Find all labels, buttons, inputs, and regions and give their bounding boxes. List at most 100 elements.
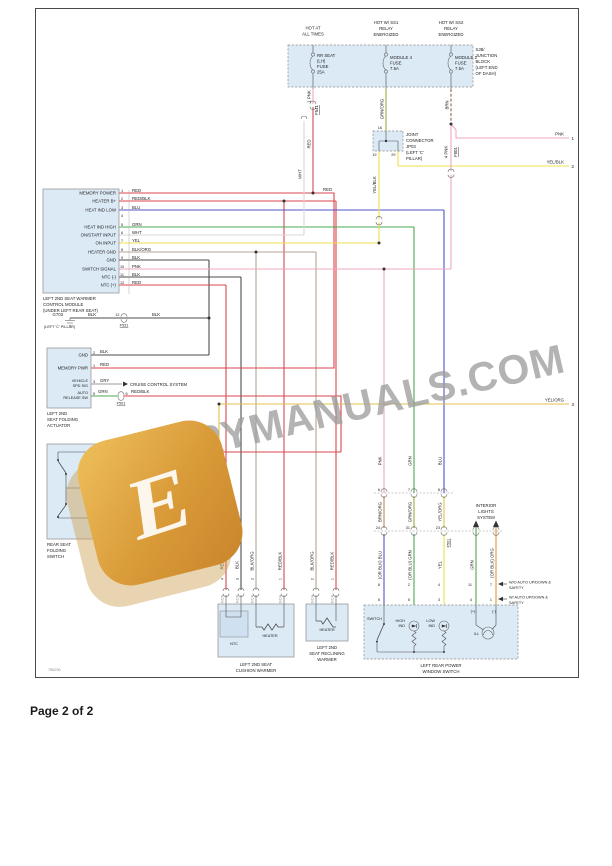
pin-number: 6 xyxy=(378,598,380,602)
wire-label: RED/BLK xyxy=(330,552,335,571)
nca-label: NCA xyxy=(251,595,255,603)
wire-color: BLU xyxy=(132,205,140,210)
actuator-caption: LEFT 2ND xyxy=(47,411,67,416)
module-pin-label: NTC (+) xyxy=(101,283,117,288)
heater-label: HEATER xyxy=(262,634,277,638)
module-pin-label: HEATER GND xyxy=(88,250,116,255)
joint-connector-note: JP03 xyxy=(406,144,416,149)
fuse1-label: 25A xyxy=(317,70,325,75)
warmer-caption: WARMER xyxy=(317,657,336,662)
edge-wire-number: 2 xyxy=(572,164,575,169)
pin-number: 6 xyxy=(378,488,380,492)
wire-color: RED/BLK xyxy=(132,196,151,201)
power-condition: HOT W/ SS1 xyxy=(374,20,399,25)
connectors xyxy=(117,100,502,597)
wire-color: YEL xyxy=(132,238,141,243)
rear-seat-folding-switch: 7 RED/BLK 4 BLK 2 YEL/ORG REAR SEAT FOLD… xyxy=(46,443,129,559)
joint-connector-note: (LEFT 'C' xyxy=(406,150,424,155)
edge-wire-label: YEL/ORG xyxy=(545,398,565,403)
module-pin-label: SWITCH SIGNAL xyxy=(82,267,117,272)
joint-connector-note: CONNECTOR xyxy=(406,138,434,143)
sjb-note: SJB/ xyxy=(476,47,486,52)
sjb-note: JUNCTION xyxy=(476,53,498,58)
pin-number: 16 xyxy=(378,126,382,130)
left-rear-power-window-switch: 6 7 8 BRN/ORG GRN/ORG YEL/ORG 24 31 23 F… xyxy=(363,488,551,674)
wire-color: BLK/ORG xyxy=(132,247,152,252)
system-arrow-icon xyxy=(123,381,128,387)
wire-color: RED/BLK xyxy=(131,389,150,394)
edge-wire-number: 1 xyxy=(572,136,575,141)
wire-color: BLK xyxy=(152,312,160,317)
switch-internal-label: IND xyxy=(398,624,405,628)
fuse3-label: MODULE 2 xyxy=(455,55,478,60)
wire-label: PNK xyxy=(378,456,383,465)
pin-number: 3 xyxy=(121,206,123,210)
module-caption: LEFT 2ND SEAT WARMER xyxy=(43,296,96,301)
pin-number: 1 xyxy=(490,598,492,602)
module-caption: CONTROL MODULE xyxy=(43,302,84,307)
pin-number: 2 xyxy=(311,578,315,580)
pin-number: 19 xyxy=(372,153,376,157)
pin-number: 4 xyxy=(221,578,225,580)
wire-color: RED/BLK xyxy=(109,446,128,451)
switch-internal-label: (+) xyxy=(471,610,476,614)
switch-caption: SWITCH xyxy=(47,554,64,559)
joint-connector-note: JOINT xyxy=(406,132,419,137)
power-condition: HOT W/ SS2 xyxy=(439,20,464,25)
pin-number: 6 xyxy=(126,392,128,396)
fuse1-label: FUSE xyxy=(317,64,329,69)
wire-label: BLK/ORG xyxy=(250,551,255,571)
wire-color: RED xyxy=(132,188,141,193)
wire-label: BRN xyxy=(445,100,450,109)
pin-number: 31 xyxy=(406,526,410,530)
fuse2-label: FUSE xyxy=(390,61,402,66)
pin-number: 7 xyxy=(490,583,492,587)
wire-label: YEL/ORG xyxy=(438,502,443,522)
wire-color: GRN xyxy=(132,222,142,227)
seat-warmer-control-module: MEMORY POWER HEATER B+ HEAT IND LOW HEAT… xyxy=(42,188,152,313)
wire-color: BLK xyxy=(132,255,140,260)
variant-note: W/ AUTO UP/DOWN & xyxy=(509,596,548,600)
wire-label: BLK/ORG xyxy=(310,551,315,571)
wire-label: RED xyxy=(307,139,312,148)
power-condition: ENERGIZED xyxy=(373,32,398,37)
joint-connector: JOINT CONNECTOR JP03 (LEFT 'C' PILLAR) xyxy=(372,130,434,161)
wire-color: PNK xyxy=(132,264,141,269)
pin-number: 4 xyxy=(438,583,440,587)
up-arrow-icon xyxy=(473,520,499,527)
module-pin-label: HEAT IND LOW xyxy=(85,208,117,213)
wire-label: GRN/ORG xyxy=(380,98,385,119)
pin-number: 8 xyxy=(121,248,123,252)
pin-number: 1 xyxy=(279,578,283,580)
ground-g704: G704 (LEFT 'C' PILLAR) xyxy=(143,483,188,496)
wires xyxy=(70,89,569,605)
fuse3-label: 7.5A xyxy=(455,66,464,71)
wire-color: BLK xyxy=(109,482,117,487)
connector-code: F501 xyxy=(453,146,458,156)
wire-label: (OR BLK) BLU xyxy=(378,551,383,579)
wire-label: 1 PNK xyxy=(307,90,312,103)
power-condition: ENERGIZED xyxy=(438,32,463,37)
pin-number: 8 xyxy=(438,488,440,492)
module-pin-label: GND xyxy=(106,258,116,263)
switch-internal-label: ILL xyxy=(474,632,479,636)
wire-label: GRN/ORG xyxy=(408,501,413,522)
system-destination: CRUISE CONTROL SYSTEM xyxy=(130,382,188,387)
wire-label: RED xyxy=(220,560,225,569)
pin-number: 7 xyxy=(121,239,123,243)
nca-label: NCA xyxy=(221,595,225,603)
power-condition: ALL TIMES xyxy=(302,32,324,37)
pin-number: 9 xyxy=(121,256,123,260)
module-pin-label: HEAT IND HIGH xyxy=(84,225,116,230)
cushion-warmer: NTC HEATER LEFT 2ND SEAT CUSHION WARMER … xyxy=(217,551,295,673)
warmer-caption: SEAT RECLINING xyxy=(309,651,345,656)
pin-number: 29 xyxy=(391,153,395,157)
connector-code: F541 xyxy=(314,104,319,114)
actuator-pin-label: RELEASE SW xyxy=(63,396,88,400)
wire-label: GRN xyxy=(408,456,413,466)
variant-note: SAFETY xyxy=(509,601,524,605)
power-condition: RELAY xyxy=(379,26,393,31)
wire-color: RED xyxy=(100,362,109,367)
sjb-note: BLOCK xyxy=(476,59,491,64)
page-footer: Page 2 of 2 xyxy=(30,704,94,718)
